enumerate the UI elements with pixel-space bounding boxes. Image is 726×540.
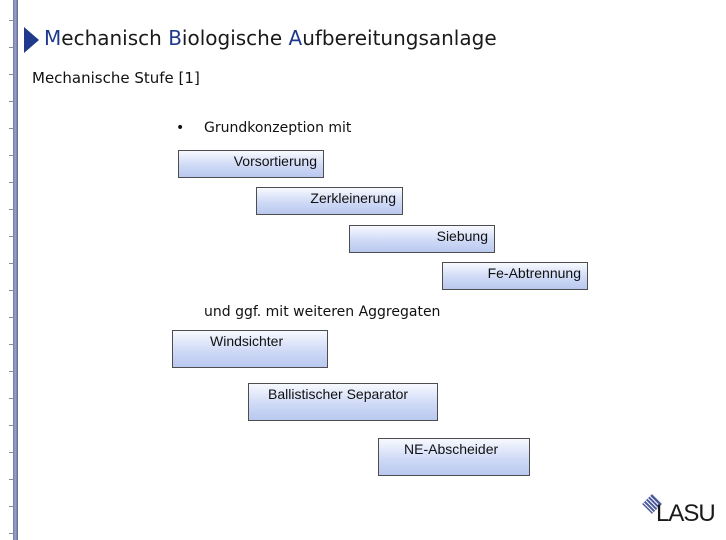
title-initial: M: [44, 26, 62, 50]
optional-step-box: Ballistischer Separator: [248, 383, 438, 421]
title-initial: A: [288, 26, 303, 50]
title-word-rest: iologische: [181, 26, 289, 50]
slide-subtitle: Mechanische Stufe [1]: [32, 69, 200, 87]
strip-tick: [9, 155, 14, 156]
strip-bar: [13, 0, 18, 540]
bullet-marker: •: [176, 120, 185, 136]
process-step-box: Zerkleinerung: [256, 187, 403, 215]
strip-tick: [9, 101, 14, 102]
strip-tick: [9, 452, 14, 453]
bullet-item: • Grundkonzeption mit: [176, 120, 351, 136]
strip-tick: [9, 209, 14, 210]
strip-tick: [9, 236, 14, 237]
strip-tick: [9, 506, 14, 507]
title-word-rest: ufbereitungsanlage: [302, 26, 497, 50]
process-step-box: Siebung: [349, 225, 495, 253]
strip-tick: [9, 74, 14, 75]
slide-title: Mechanisch Biologische Aufbereitungsanla…: [44, 26, 497, 50]
optional-step-box: NE-Abscheider: [378, 438, 530, 476]
strip-tick: [9, 182, 14, 183]
left-decorative-strip: [0, 0, 22, 540]
strip-tick: [9, 479, 14, 480]
process-step-box: Fe-Abtrennung: [442, 262, 588, 290]
strip-tick: [9, 128, 14, 129]
strip-tick: [9, 344, 14, 345]
strip-tick: [9, 263, 14, 264]
title-initial: B: [168, 26, 182, 50]
strip-tick: [9, 425, 14, 426]
strip-tick: [9, 398, 14, 399]
strip-tick: [9, 20, 14, 21]
strip-tick: [9, 317, 14, 318]
strip-tick: [9, 371, 14, 372]
strip-tick: [9, 533, 14, 534]
bullet-text: Grundkonzeption mit: [204, 120, 352, 136]
additional-aggregates-text: und ggf. mit weiteren Aggregaten: [204, 304, 441, 320]
optional-step-box: Windsichter: [172, 330, 328, 368]
title-word-rest: echanisch: [61, 26, 169, 50]
logo-text: LASU: [656, 500, 716, 527]
process-step-box: Vorsortierung: [178, 150, 324, 178]
lasu-logo-icon: [642, 494, 662, 514]
strip-tick: [9, 47, 14, 48]
strip-tick: [9, 290, 14, 291]
title-arrow-icon: [24, 27, 39, 53]
